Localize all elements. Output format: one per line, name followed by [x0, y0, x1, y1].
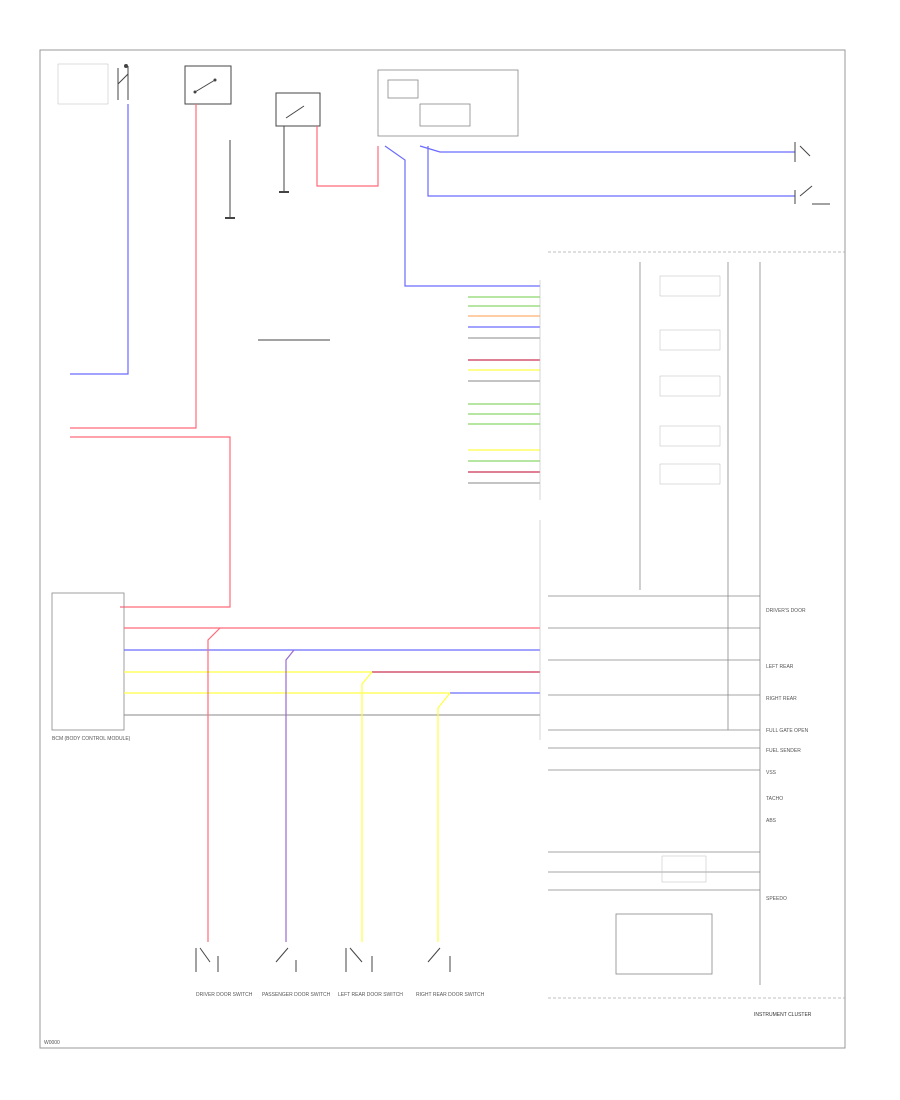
- cluster-output-3: FULL GATE OPEN: [766, 728, 809, 734]
- cluster-output-4: FUEL SENDER: [766, 748, 801, 754]
- wire-blue-left: [70, 104, 129, 375]
- cluster-output-5: VSS: [766, 770, 777, 776]
- cluster-legend-box: [615, 913, 713, 975]
- connector-wires: [258, 296, 540, 484]
- bcm-label: BCM (BODY CONTROL MODULE): [52, 736, 131, 742]
- cluster-output-6: TACHO: [766, 796, 783, 802]
- switch-label-driver: DRIVER DOOR SWITCH: [196, 992, 253, 998]
- wire-blue-right: [419, 145, 795, 153]
- wire-yellow-left-rear: [361, 671, 373, 942]
- switch-label-right-rear: RIGHT REAR DOOR SWITCH: [416, 992, 485, 998]
- switch-label-left-rear: LEFT REAR DOOR SWITCH: [338, 992, 403, 998]
- right-side-switches: [794, 142, 830, 205]
- diagram-border: [39, 49, 846, 1049]
- cluster-output-7: ABS: [766, 818, 777, 824]
- top-left-switch: [57, 63, 129, 105]
- wire-purple-passenger-door: [285, 649, 295, 942]
- instrument-cluster: DRIVER'S DOOR LEFT REAR RIGHT REAR FULL …: [548, 251, 845, 1018]
- footer-code: W0000: [44, 1040, 60, 1046]
- wire-blue-right-2: [427, 146, 795, 197]
- relay-box: [184, 65, 232, 105]
- ground-symbol: [225, 126, 289, 219]
- cluster-lamps: [659, 275, 721, 485]
- bottom-switch-driver: DRIVER DOOR SWITCH: [195, 947, 253, 998]
- top-module: [377, 69, 519, 137]
- wire-red-left: [70, 104, 197, 429]
- bottom-switch-left-rear: LEFT REAR DOOR SWITCH: [338, 947, 403, 998]
- bottom-switch-right-rear: RIGHT REAR DOOR SWITCH: [416, 947, 485, 998]
- cluster-output-8: SPEEDO: [766, 896, 787, 902]
- wire-yellow-right-rear: [437, 692, 451, 942]
- wire-red-driver-door: [207, 627, 221, 942]
- cluster-output-0: DRIVER'S DOOR: [766, 608, 806, 614]
- cluster-output-2: RIGHT REAR: [766, 696, 797, 702]
- cluster-output-lines: [548, 595, 760, 891]
- instrument-cluster-label: INSTRUMENT CLUSTER: [754, 1012, 812, 1018]
- wire-red-bcm: [70, 436, 231, 608]
- bottom-switch-passenger: PASSENGER DOOR SWITCH: [262, 947, 331, 998]
- wire-red-center: [316, 126, 379, 187]
- cluster-output-1: LEFT REAR: [766, 664, 794, 670]
- bcm-box: BCM (BODY CONTROL MODULE): [51, 592, 131, 742]
- switch-label-passenger: PASSENGER DOOR SWITCH: [262, 992, 331, 998]
- switch-box: [275, 92, 321, 127]
- wire-blue-connector: [384, 145, 540, 287]
